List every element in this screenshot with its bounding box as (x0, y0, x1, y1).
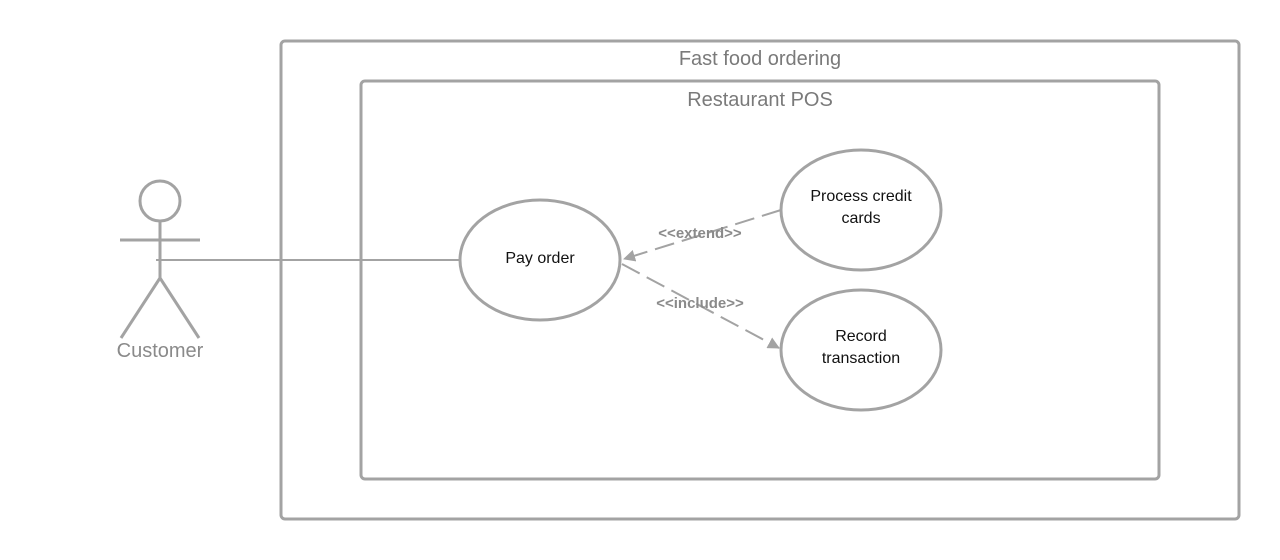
outer-boundary-title: Fast food ordering (679, 48, 841, 70)
use-case-pay-order[interactable]: Pay order (458, 198, 622, 322)
include-relationship-line[interactable] (621, 263, 780, 349)
actor-customer[interactable]: Customer (117, 179, 204, 362)
extend-label: <<extend>> (658, 225, 742, 242)
use-case-process-credit-cards[interactable]: Process credit cards (779, 148, 943, 272)
actor-left-leg (119, 277, 162, 339)
actor-head (138, 179, 182, 223)
use-case-record-transaction[interactable]: Record transaction (779, 288, 943, 412)
use-case-label: cards (841, 210, 880, 227)
inner-boundary-title: Restaurant POS (687, 89, 833, 111)
inner-system-boundary[interactable]: Restaurant POS (359, 79, 1161, 481)
use-case-label: Process credit (810, 188, 912, 205)
use-case-label: Pay order (505, 250, 575, 267)
actor-label: Customer (117, 340, 204, 362)
outer-system-boundary[interactable]: Fast food ordering (279, 39, 1241, 521)
include-label: <<include>> (656, 295, 744, 312)
actor-right-leg (158, 277, 201, 339)
use-case-label: transaction (822, 350, 900, 367)
use-case-label: Record (835, 328, 887, 345)
